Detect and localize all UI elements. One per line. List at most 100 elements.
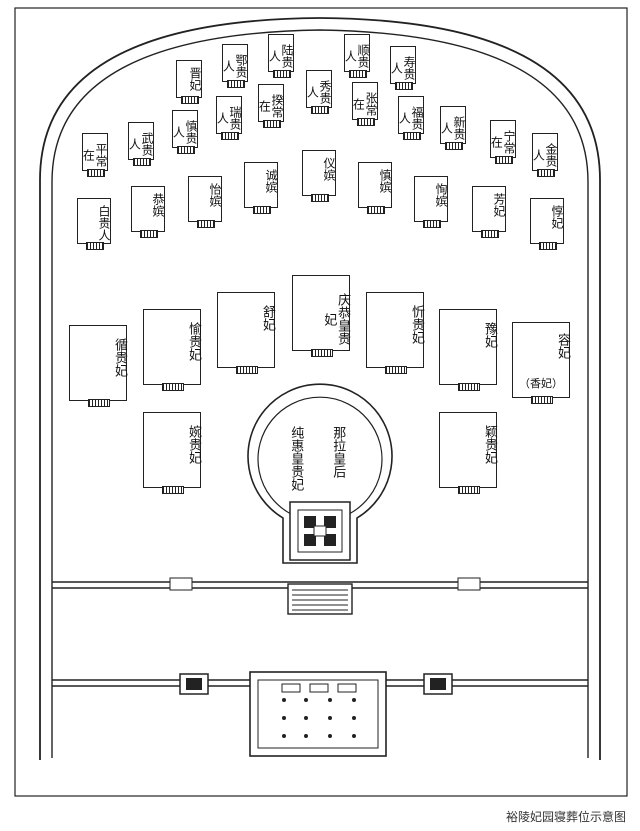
tomb-label: 循贵妃 xyxy=(112,338,127,377)
tomb-step xyxy=(395,82,413,90)
tomb-tombs_row3-4: 宁常在 xyxy=(489,120,516,164)
rong-fei-note: （香妃） xyxy=(519,377,563,390)
tomb-tombs_row1-3: 秀贵人 xyxy=(305,70,332,114)
tomb-label: 愉贵妃 xyxy=(186,322,201,361)
tomb-step xyxy=(273,70,291,78)
tomb-tombs_row2-3: 福贵人 xyxy=(397,96,424,140)
tomb-tombs_row6-0: 婉贵妃 xyxy=(143,412,201,494)
tomb-tombs_row1-5: 寿贵人 xyxy=(389,46,416,90)
tomb-step xyxy=(423,220,441,228)
center-tomb-label-nala: 那拉皇后 xyxy=(330,426,346,478)
tomb-step xyxy=(539,242,557,250)
tomb-label: 豫妃 xyxy=(482,322,497,348)
tomb-step xyxy=(349,70,367,78)
tomb-tombs_row4-8: 惇妃 xyxy=(530,198,564,250)
tomb-tombs_row3-1: 武贵人 xyxy=(127,122,154,166)
tomb-label: 慎贵人 xyxy=(171,120,198,144)
tomb-tombs_row2-1: 揆常在 xyxy=(257,84,284,128)
tomb-tombs_row1-1: 鄂贵人 xyxy=(221,44,248,88)
tomb-label: 诚嫔 xyxy=(264,169,278,193)
tomb-label: 惇妃 xyxy=(550,205,564,229)
tomb-tombs_row5-2: 舒妃 xyxy=(217,292,275,374)
tomb-label: 颖贵妃 xyxy=(482,425,497,464)
tomb-step xyxy=(367,206,385,214)
tomb-label: 金贵人 xyxy=(531,143,558,167)
tomb-label: 仪嫔 xyxy=(322,157,336,181)
tomb-label: 恭嫔 xyxy=(151,193,165,217)
tomb-step xyxy=(221,132,239,140)
tomb-step xyxy=(177,146,195,154)
tomb-step xyxy=(162,486,184,494)
tomb-label: 陆贵人 xyxy=(267,44,294,68)
tomb-tombs_row4-0: 白贵人 xyxy=(77,198,111,250)
tomb-step xyxy=(227,80,245,88)
tomb-step xyxy=(357,118,375,126)
tomb-tombs_row3-0: 平常在 xyxy=(81,133,108,177)
tomb-label: 揆常在 xyxy=(257,94,284,118)
tomb-tombs_row5-4: 忻贵妃 xyxy=(366,292,424,374)
tomb-step xyxy=(385,366,407,374)
tomb-tombs_row3-5: 金贵人 xyxy=(531,133,558,177)
tomb-label: 芳妃 xyxy=(492,193,506,217)
tomb-label: 晋妃 xyxy=(188,67,202,91)
tomb-tombs_row4-5: 慎嫔 xyxy=(358,162,392,214)
tomb-tombs_row4-6: 恂嫔 xyxy=(414,176,448,228)
tomb-label: 宁常在 xyxy=(489,130,516,154)
tomb-step xyxy=(236,366,258,374)
tomb-tombs_row1-2: 陆贵人 xyxy=(267,34,294,78)
tomb-tombs_row5-0: 循贵妃 xyxy=(69,325,127,407)
tomb-label: 瑞贵人 xyxy=(215,106,242,130)
tomb-tombs_row3-3: 新贵人 xyxy=(439,106,466,150)
tomb-tombs_row4-3: 诚嫔 xyxy=(244,162,278,214)
tomb-step xyxy=(495,156,513,164)
tomb-step xyxy=(263,120,281,128)
tomb-tombs_row4-2: 怡嫔 xyxy=(188,176,222,228)
diagram-caption: 裕陵妃园寝葬位示意图 xyxy=(505,810,626,824)
tomb-step xyxy=(197,220,215,228)
tomb-label: 武贵人 xyxy=(127,132,154,156)
tomb-label: 张常在 xyxy=(351,92,378,116)
tomb-step xyxy=(403,132,421,140)
tomb-label: 恂嫔 xyxy=(434,183,448,207)
tomb-step xyxy=(140,230,158,238)
tomb-label: 容妃 xyxy=(555,333,570,359)
tomb-step xyxy=(311,106,329,114)
tomb-tombs_row5-1: 愉贵妃 xyxy=(143,309,201,391)
tomb-step xyxy=(88,399,110,407)
tomb-step xyxy=(181,96,199,104)
tomb-step xyxy=(537,169,555,177)
tomb-step xyxy=(86,242,104,250)
tomb-label: 寿贵人 xyxy=(389,56,416,80)
tomb-step xyxy=(87,169,105,177)
tomb-label: 秀贵人 xyxy=(305,80,332,104)
tomb-label: 婉贵妃 xyxy=(186,425,201,464)
tomb-tombs_row5-5: 豫妃 xyxy=(439,309,497,391)
tomb-step xyxy=(445,142,463,150)
tomb-label: 慎嫔 xyxy=(378,169,392,193)
tomb-label: 平常在 xyxy=(81,143,108,167)
tomb-step xyxy=(253,206,271,214)
center-tomb-label-chunhui: 纯惠皇贵妃 xyxy=(288,426,304,491)
tomb-label: 舒妃 xyxy=(260,305,275,331)
tomb-tombs_row6-1: 颖贵妃 xyxy=(439,412,497,494)
tomb-step xyxy=(133,158,151,166)
tomb-tombs_row4-7: 芳妃 xyxy=(472,186,506,238)
tomb-tombs_row3-2: 慎贵人 xyxy=(171,110,198,154)
tomb-label: 顺贵人 xyxy=(343,44,370,68)
tomb-tombs_row4-4: 仪嫔 xyxy=(302,150,336,202)
tomb-tombs_row1-4: 顺贵人 xyxy=(343,34,370,78)
tomb-step xyxy=(162,383,184,391)
tomb-step xyxy=(311,349,333,357)
tomb-tombs_row2-2: 张常在 xyxy=(351,82,378,126)
tomb-step xyxy=(531,396,553,404)
tomb-tombs_row1-0: 晋妃 xyxy=(176,60,202,104)
tomb-tombs_row2-0: 瑞贵人 xyxy=(215,96,242,140)
tomb-step xyxy=(311,194,329,202)
tomb-step xyxy=(458,383,480,391)
tomb-label: 新贵人 xyxy=(439,116,466,140)
tomb-label: 白贵人 xyxy=(97,205,111,241)
tomb-tombs_row5-6: （香妃） 容妃 xyxy=(512,322,570,404)
tomb-label: 忻贵妃 xyxy=(409,305,424,344)
